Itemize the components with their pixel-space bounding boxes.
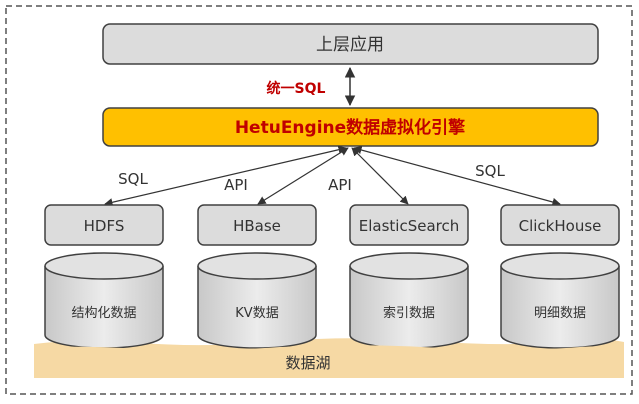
store-label-kv: KV数据 xyxy=(235,306,278,321)
top-app-box: 上层应用 xyxy=(102,23,599,65)
source-name-hbase: HBase xyxy=(233,217,281,235)
source-box-clickhouse: ClickHouse xyxy=(500,204,620,246)
diagram-border xyxy=(5,5,633,395)
connector-hbase xyxy=(257,147,349,205)
source-connectors xyxy=(104,145,561,207)
link-label-hbase: API xyxy=(224,176,248,194)
cylinder-kv: KV数据 xyxy=(197,252,317,349)
source-name-clickhouse: ClickHouse xyxy=(519,217,602,235)
cylinder-index: 索引数据 xyxy=(349,252,469,349)
cylinder-structured: 结构化数据 xyxy=(44,252,164,349)
source-name-hdfs: HDFS xyxy=(84,217,125,235)
data-lake-foreground xyxy=(34,345,624,378)
engine-label: HetuEngine数据虚拟化引擎 xyxy=(235,117,466,138)
unified-sql-label: 统一SQL xyxy=(267,80,326,97)
store-label-structured: 结构化数据 xyxy=(71,306,136,321)
data-lake-label: 数据湖 xyxy=(285,354,330,372)
source-box-hbase: HBase xyxy=(197,204,317,246)
source-box-elasticsearch: ElasticSearch xyxy=(349,204,469,246)
engine-box: HetuEngine数据虚拟化引擎 xyxy=(102,107,599,147)
store-label-index: 索引数据 xyxy=(383,306,435,321)
link-label-elasticsearch: API xyxy=(328,176,352,194)
connector-elasticsearch xyxy=(351,147,409,205)
link-label-clickhouse: SQL xyxy=(475,162,505,180)
cylinder-detail: 明细数据 xyxy=(500,252,620,349)
store-label-detail: 明细数据 xyxy=(534,306,586,321)
source-box-hdfs: HDFS xyxy=(44,204,164,246)
top-app-label: 上层应用 xyxy=(316,35,384,55)
source-name-elasticsearch: ElasticSearch xyxy=(359,217,459,235)
connector-clickhouse xyxy=(353,145,561,207)
link-label-hdfs: SQL xyxy=(118,170,148,188)
